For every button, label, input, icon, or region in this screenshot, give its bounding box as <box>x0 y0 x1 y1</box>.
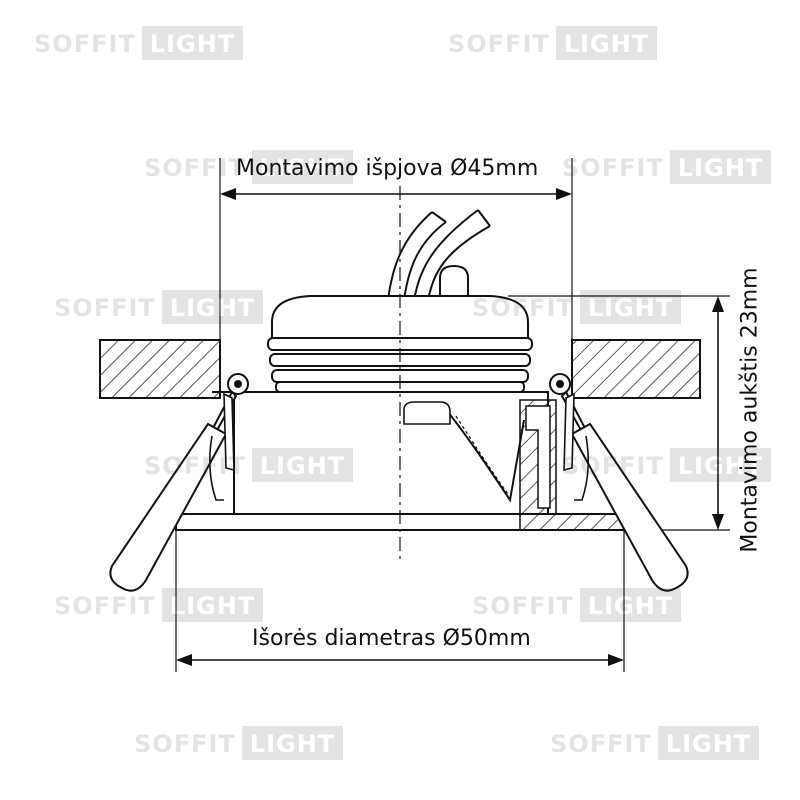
cutout-label: Montavimo išpjova Ø45mm <box>236 156 539 181</box>
watermark-text: LIGHT <box>161 588 264 622</box>
watermark-text: SOFFIT <box>448 30 550 58</box>
watermark-text: LIGHT <box>669 448 772 482</box>
spring-clip-right <box>549 373 689 592</box>
watermark-text: LIGHT <box>669 150 772 184</box>
ceiling-right <box>571 339 701 399</box>
ceiling-left <box>99 339 221 399</box>
watermark-text: SOFFIT <box>562 452 664 480</box>
watermark-text: LIGHT <box>241 726 344 760</box>
watermark-text: SOFFIT <box>562 154 664 182</box>
outer-dimension <box>176 654 624 666</box>
watermark-text: LIGHT <box>251 150 354 184</box>
watermark-text: SOFFIT <box>550 730 652 758</box>
height-dimension <box>712 296 724 530</box>
watermark-text: SOFFIT <box>144 452 246 480</box>
reflector <box>403 399 557 515</box>
watermark-text: SOFFIT <box>472 294 574 322</box>
driver-cap <box>271 295 529 339</box>
height-label: Montavimo aukštis 23mm <box>737 267 763 553</box>
watermark-text: LIGHT <box>579 588 682 622</box>
watermark-text: SOFFIT <box>472 592 574 620</box>
cables <box>387 209 491 301</box>
spring-clip-left <box>109 373 249 592</box>
cutout-dimension <box>220 188 572 200</box>
watermark-text: SOFFIT <box>54 592 156 620</box>
watermark-text: SOFFIT <box>54 294 156 322</box>
watermark-text: LIGHT <box>657 726 760 760</box>
outer-diameter-label: Išorės diametras Ø50mm <box>252 626 531 651</box>
connector-knob <box>439 264 469 300</box>
watermark-text: LIGHT <box>579 290 682 324</box>
watermark-text: LIGHT <box>161 290 264 324</box>
watermark-text: SOFFIT <box>134 730 236 758</box>
watermark-text: SOFFIT <box>34 30 136 58</box>
watermark-text: SOFFIT <box>144 154 246 182</box>
watermark-text: LIGHT <box>141 26 244 60</box>
watermark-text: LIGHT <box>555 26 658 60</box>
watermark-text: LIGHT <box>251 448 354 482</box>
